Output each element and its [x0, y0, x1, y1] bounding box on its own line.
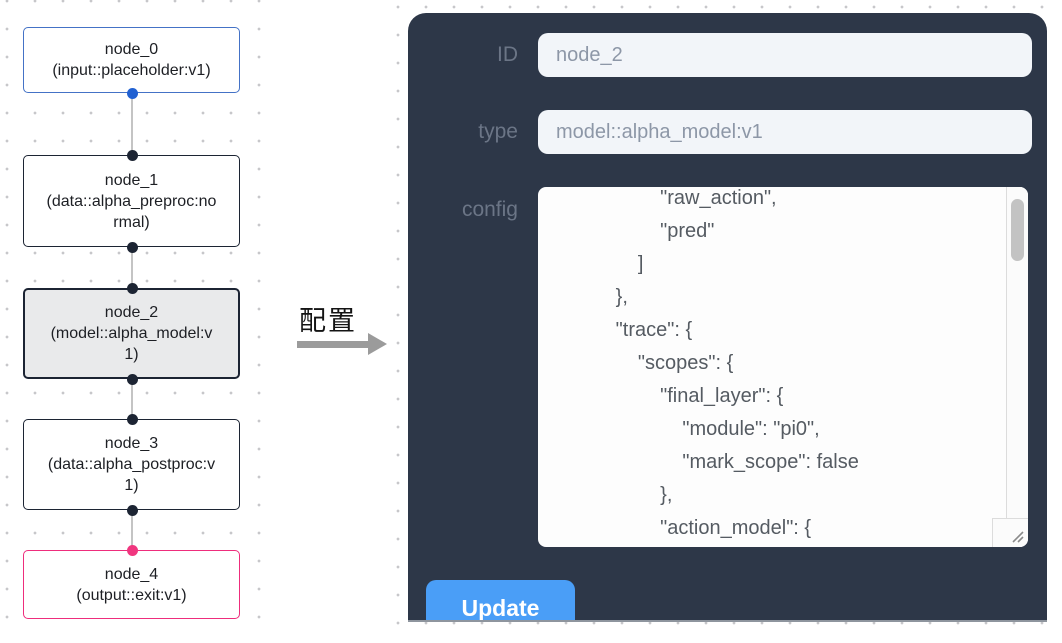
- scrollbar-thumb[interactable]: [1011, 199, 1024, 261]
- node-title: node_0: [104, 41, 159, 58]
- config-label: config: [461, 198, 518, 221]
- node-subtitle: (input::placeholder:v1): [52, 62, 211, 79]
- id-field[interactable]: node_2: [538, 33, 1032, 77]
- node_1-output-port[interactable]: [127, 241, 138, 253]
- node_4-input-port[interactable]: [127, 544, 138, 556]
- node-label: node_3 (data::alpha_postproc:v1): [45, 433, 218, 496]
- type-label: type: [478, 120, 518, 143]
- editor-resize-corner[interactable]: [992, 518, 1028, 547]
- id-label: ID: [497, 43, 518, 66]
- flow-node-node_2[interactable]: node_2 (model::alpha_model:v1): [23, 288, 240, 379]
- type-field[interactable]: model::alpha_model:v1: [538, 110, 1032, 154]
- node-label: node_1 (data::alpha_preproc:normal): [45, 170, 218, 233]
- node-subtitle: (output::exit:v1): [76, 586, 187, 604]
- node-title: node_3: [104, 435, 159, 452]
- node-config-panel: ID node_2 type model::alpha_model:v1 con…: [408, 13, 1047, 622]
- edge-node1-node2: [131, 247, 133, 288]
- node-label: node_2 (model::alpha_model:v1): [45, 302, 218, 365]
- node_0-output-port[interactable]: [127, 87, 138, 99]
- config-json-text[interactable]: "raw_action", "pred" ] }, "trace": { "sc…: [615, 187, 859, 539]
- node-label: node_0 (input::placeholder:v1): [52, 39, 210, 81]
- node-label: node_4 (output::exit:v1): [76, 564, 186, 606]
- edge-node3-node4: [131, 510, 133, 550]
- node_1-input-port[interactable]: [127, 149, 138, 161]
- node-title: node_4: [104, 565, 159, 583]
- panel-backdrop: ID node_2 type model::alpha_model:v1 con…: [393, 0, 1050, 643]
- node_2-input-port[interactable]: [127, 282, 138, 294]
- resize-handle-icon: [1012, 531, 1024, 543]
- flow-node-node_1[interactable]: node_1 (data::alpha_preproc:normal): [23, 155, 240, 247]
- edge-node2-node3: [131, 379, 133, 419]
- flow-node-node_3[interactable]: node_3 (data::alpha_postproc:v1): [23, 419, 240, 510]
- node_3-output-port[interactable]: [127, 504, 138, 516]
- configure-annotation-label: 配置: [299, 306, 357, 336]
- node_3-input-port[interactable]: [127, 413, 138, 425]
- node-title: node_1: [104, 171, 159, 189]
- flow-node-node_4[interactable]: node_4 (output::exit:v1): [23, 550, 240, 619]
- node-subtitle: (data::alpha_postproc:v1): [47, 456, 216, 494]
- flow-canvas[interactable]: node_0 (input::placeholder:v1) node_1 (d…: [0, 0, 278, 643]
- editor-scrollbar[interactable]: [1006, 187, 1028, 518]
- update-button[interactable]: Update: [426, 580, 575, 620]
- edge-node0-node1: [131, 93, 133, 155]
- right-arrow-icon-head: [368, 333, 387, 355]
- node_2-output-port[interactable]: [127, 373, 138, 385]
- node-title: node_2: [104, 304, 159, 321]
- right-arrow-icon: [297, 341, 368, 348]
- node-subtitle: (data::alpha_preproc:normal): [46, 192, 217, 231]
- config-editor[interactable]: "raw_action", "pred" ] }, "trace": { "sc…: [538, 187, 1028, 547]
- flow-node-node_0[interactable]: node_0 (input::placeholder:v1): [23, 27, 240, 93]
- node-subtitle: (model::alpha_model:v1): [50, 325, 213, 363]
